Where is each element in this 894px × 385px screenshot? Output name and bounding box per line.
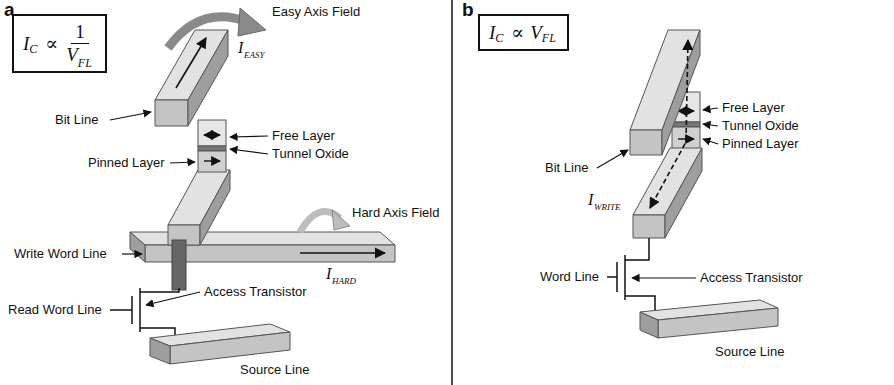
mtj-stack [198, 120, 226, 172]
formula-term: V [530, 22, 542, 44]
part-label: Access Transistor [700, 270, 803, 286]
fraction: 1VFL [64, 21, 96, 66]
formula-box: IC ∝ VFL [478, 14, 569, 51]
formula-term: I [23, 33, 29, 55]
part-label: Free Layer [272, 128, 335, 144]
bit-line-bar [630, 30, 700, 155]
pinned-electrode-bar [168, 170, 230, 245]
pinned-electrode-bar [633, 148, 702, 238]
formula-operator: ∝ [511, 21, 524, 44]
leader-arrows [110, 112, 268, 305]
bit-line-bar [155, 30, 228, 126]
part-label: Bit Line [545, 160, 588, 176]
source-line-bar [150, 324, 290, 364]
part-label: Pinned Layer [88, 155, 165, 171]
formula-subscript: C [29, 42, 37, 57]
current-subscript: WRITE [594, 202, 621, 212]
numerator: 1 [71, 21, 89, 44]
part-label: Bit Line [55, 112, 98, 128]
access-transistor [607, 238, 655, 314]
part-label: Write Word Line [14, 246, 107, 262]
panel-divider [451, 0, 453, 385]
formula-box: IC ∝ 1VFL [12, 14, 107, 73]
formula-operator: ∝ [45, 32, 58, 55]
part-label: Source Line [240, 362, 309, 378]
field-label: Hard Axis Field [352, 205, 439, 221]
via [172, 240, 186, 290]
source-line-bar [640, 300, 778, 338]
part-label: Free Layer [722, 100, 785, 116]
current-subscript: EASY [244, 50, 265, 60]
formula-term: 1 [75, 21, 85, 42]
current-symbol: I [326, 266, 331, 282]
formula-subscript: C [495, 31, 503, 46]
panel-letter: a [4, 2, 15, 18]
access-transistor [110, 288, 179, 342]
current-symbol: I [238, 40, 243, 56]
part-label: Source Line [715, 344, 784, 360]
part-label: Tunnel Oxide [722, 118, 799, 134]
formula-term: V [66, 44, 78, 65]
current-symbol: I [588, 192, 593, 208]
part-label: Access Transistor [204, 284, 307, 300]
write-current-arrow [650, 40, 688, 208]
part-label: Read Word Line [8, 302, 102, 318]
field-label: Easy Axis Field [272, 4, 360, 20]
part-label: Tunnel Oxide [272, 146, 349, 162]
current-subscript: HARD [332, 276, 356, 286]
formula-term: I [489, 22, 495, 44]
leader-arrows [597, 108, 718, 278]
denominator: VFL [64, 44, 96, 66]
part-label: Pinned Layer [722, 136, 799, 152]
part-label: Word Line [540, 269, 599, 285]
formula-subscript: FL [542, 31, 556, 46]
hard-axis-arrow [300, 210, 350, 232]
panel-letter: b [462, 2, 474, 18]
formula-subscript: FL [78, 56, 92, 70]
